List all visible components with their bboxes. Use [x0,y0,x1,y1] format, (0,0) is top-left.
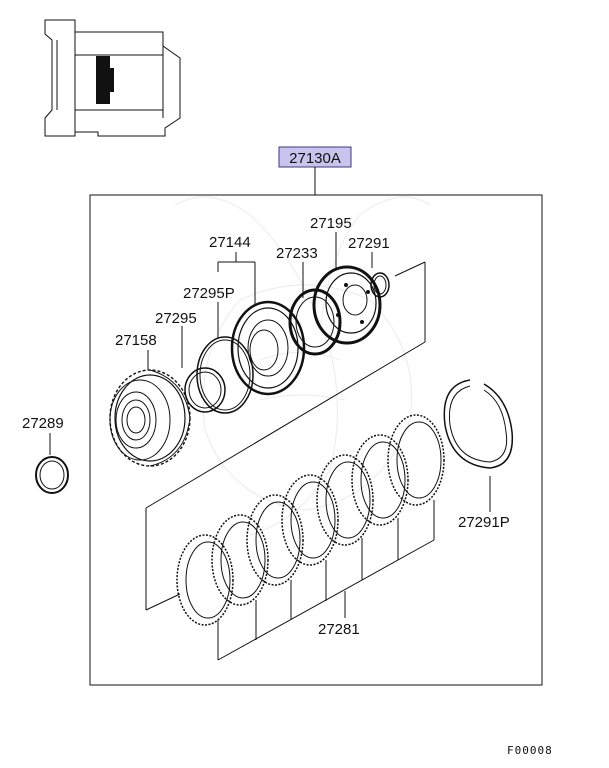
clutch-plate[interactable] [316,454,374,546]
clutch-plates-27281[interactable] [176,414,445,626]
part-label-27291[interactable]: 27291 [348,235,390,252]
clutch-drum-27158[interactable] [109,369,191,467]
part-label-27295P[interactable]: 27295P [183,285,235,302]
brand-watermark-icon [174,196,431,536]
snap-ring-27291p[interactable] [443,379,514,469]
part-label-27289[interactable]: 27289 [22,415,64,432]
snap-ring-27295[interactable] [184,367,226,413]
piston-27144[interactable] [230,300,306,396]
snap-ring-27291[interactable] [370,272,390,298]
part-label-27233[interactable]: 27233 [276,245,318,262]
clutch-plate[interactable] [176,534,234,626]
part-label-27158[interactable]: 27158 [115,332,157,349]
assembly-number-label[interactable]: 27130A [289,150,341,167]
clutch-plate[interactable] [211,514,269,606]
snap-ring-27295p[interactable] [196,336,254,414]
transmission-outline-icon [44,19,181,137]
part-label-27195[interactable]: 27195 [310,215,352,232]
clutch-plate[interactable] [281,474,339,566]
clutch-plate[interactable] [351,434,409,526]
leader-lines [49,232,491,661]
part-label-27295[interactable]: 27295 [155,310,197,327]
clutch-plate[interactable] [387,414,445,506]
part-label-27281[interactable]: 27281 [318,621,360,638]
snap-ring-27289[interactable] [35,456,69,494]
spring-retainer-27195[interactable] [312,265,382,345]
part-label-27144[interactable]: 27144 [209,234,251,251]
part-label-27291P[interactable]: 27291P [458,514,510,531]
figure-code: F00008 [507,744,553,757]
clutch-plate[interactable] [246,494,304,586]
assembly-frame [89,194,543,686]
